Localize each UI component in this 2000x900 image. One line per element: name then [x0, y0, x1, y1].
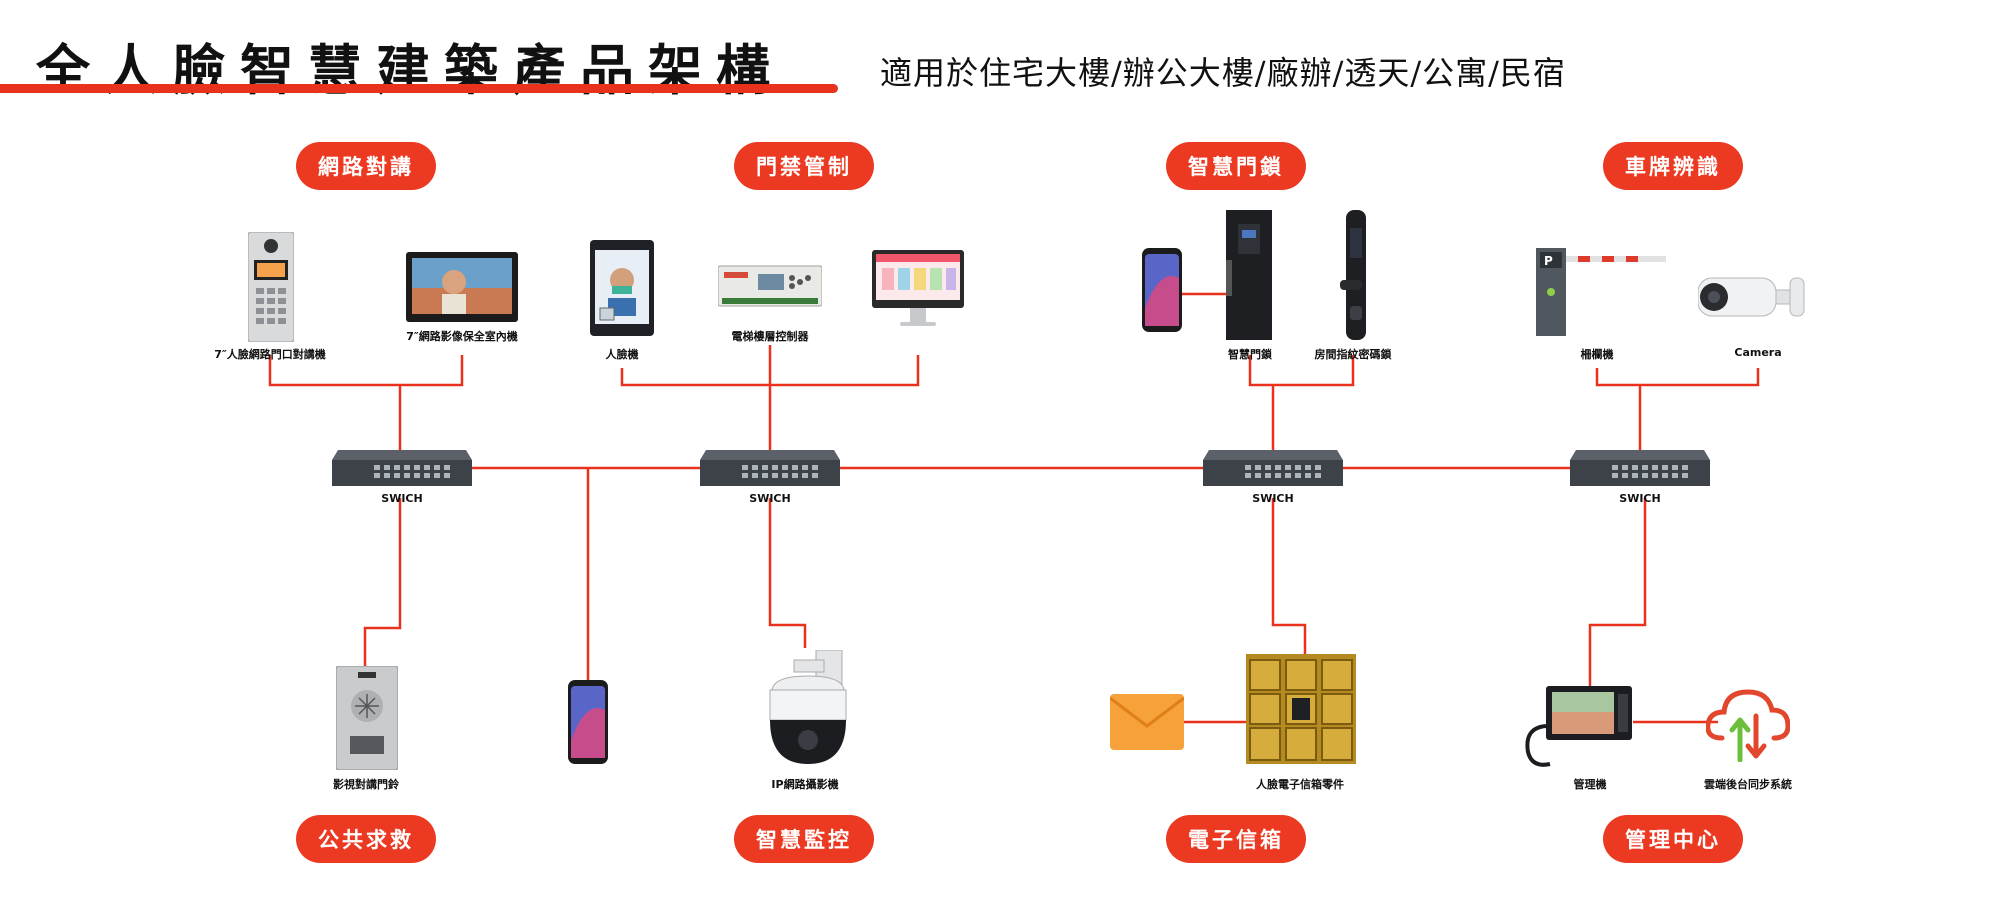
category-intercom: 網路對講 [296, 142, 436, 190]
category-smart-lock: 智慧門鎖 [1166, 142, 1306, 190]
smart-lock-icon [1226, 210, 1272, 340]
mail-icon [1110, 694, 1184, 750]
category-access-control: 門禁管制 [734, 142, 874, 190]
switch-4-icon [1570, 450, 1710, 486]
room-lock-label: 房間指紋密碼鎖 [1314, 348, 1392, 361]
smartphone-icon [568, 680, 608, 764]
emergency-intercom-label: 影視對講門鈴 [333, 778, 399, 791]
management-line [1588, 498, 1647, 690]
barrier-gate-label: 柵欄機 [1580, 348, 1614, 361]
camera-label: Camera [1734, 346, 1782, 359]
camera-icon [1698, 277, 1805, 317]
category-e-mailbox: 電子信箱 [1166, 815, 1306, 863]
category-plate-recognition: 車牌辨識 [1603, 142, 1743, 190]
indoor-monitor-label: 7″網路影像保全室內機 [406, 330, 518, 343]
emergency-intercom-icon [336, 666, 398, 770]
barrier-gate-icon: P [1536, 248, 1666, 336]
smartphone-icon [1142, 248, 1182, 332]
e-mailbox-icon [1246, 654, 1356, 764]
switch-1-icon [332, 450, 472, 486]
switch-2-label: SWICH [749, 492, 791, 505]
indoor-monitor-icon [406, 252, 518, 322]
category-surveillance: 智慧監控 [734, 815, 874, 863]
face-terminal-label: 人臉機 [605, 348, 639, 361]
switch-3-label: SWICH [1252, 492, 1294, 505]
cloud-sync-icon [1706, 689, 1790, 762]
category-management-center: 管理中心 [1603, 815, 1743, 863]
room-lock-icon [1340, 210, 1366, 340]
lock-bracket [1248, 355, 1355, 387]
elevator-controller-icon [718, 265, 822, 307]
mailbox-line [1271, 498, 1307, 658]
category-emergency: 公共求救 [296, 815, 436, 863]
svg-text:P: P [1544, 254, 1553, 268]
switch-2-icon [700, 450, 840, 486]
emergency-line [363, 498, 402, 668]
face-terminal-icon [590, 240, 654, 336]
monitor-icon [872, 250, 964, 326]
outdoor-station-icon [248, 232, 294, 342]
title-underline [0, 84, 838, 93]
elevator-controller-label: 電梯樓層控制器 [731, 330, 809, 343]
page-subtitle: 適用於住宅大樓/辦公大樓/廠辦/透天/公寓/民宿 [880, 54, 1566, 92]
outdoor-station-label: 7″人臉網路門口對講機 [214, 348, 326, 361]
smart-lock-label: 智慧門鎖 [1228, 348, 1272, 361]
plate-bracket [1595, 368, 1760, 387]
e-mailbox-label: 人臉電子信箱零件 [1256, 778, 1344, 791]
management-station-icon [1525, 686, 1632, 767]
management-station-label: 管理機 [1573, 778, 1607, 791]
switch-3-icon [1203, 450, 1343, 486]
ip-camera-icon [769, 650, 847, 764]
intercom-bracket [268, 355, 464, 387]
switch-1-label: SWICH [381, 492, 423, 505]
ip-camera-label: IP網路攝影機 [771, 778, 839, 791]
camera-line [768, 498, 807, 648]
cloud-sync-label: 雲端後台同步系統 [1704, 778, 1792, 791]
switch-4-label: SWICH [1619, 492, 1661, 505]
